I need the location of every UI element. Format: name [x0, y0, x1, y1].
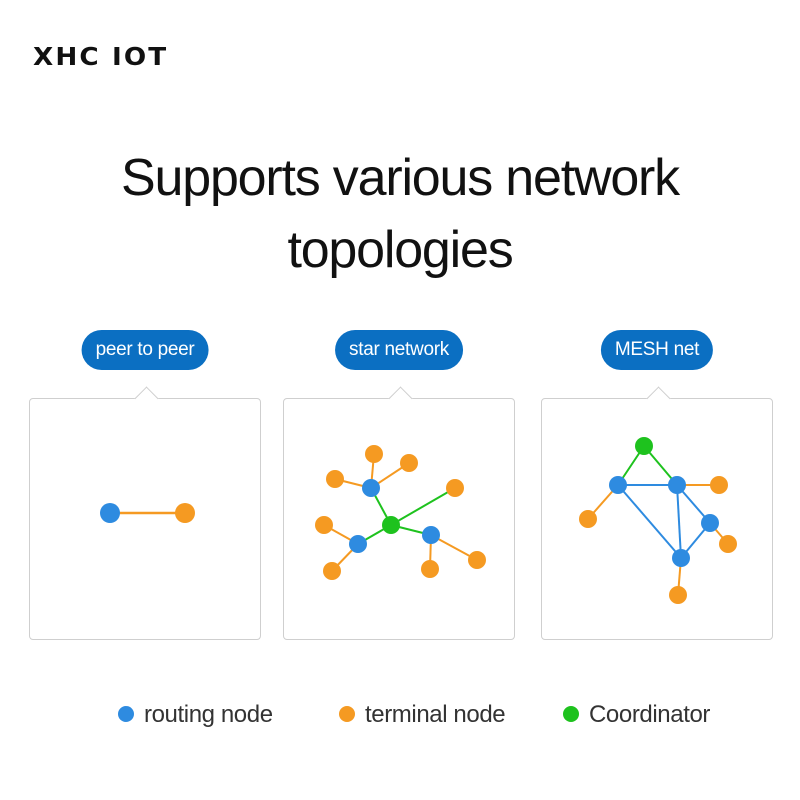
link [390, 487, 456, 526]
terminal-node [365, 445, 383, 463]
panel-label-star-network: star network [335, 330, 463, 370]
title-line-1: Supports various network [121, 149, 680, 207]
diagram-box-mesh-net [541, 386, 773, 640]
routing-node [672, 549, 690, 567]
terminal-node [323, 562, 341, 580]
terminal-node [175, 503, 195, 523]
routing-node [609, 476, 627, 494]
terminal-node [669, 586, 687, 604]
terminal-dot-icon [339, 705, 355, 722]
terminal-node [579, 510, 597, 528]
routing-node [100, 503, 120, 523]
terminal-node [421, 560, 439, 578]
routing-node [422, 526, 440, 544]
routing-node [349, 535, 367, 553]
routing-node [701, 514, 719, 532]
coordinator-dot-icon [563, 705, 579, 722]
coordinator-node [635, 437, 653, 455]
panel-peer-to-peer: peer to peer [29, 330, 261, 640]
diagram-box-star-network [283, 386, 515, 640]
panel-label-peer-to-peer: peer to peer [81, 330, 209, 370]
legend-item-coordinator: Coordinator [563, 700, 710, 730]
coordinator-node [382, 516, 400, 534]
link [676, 484, 682, 559]
terminal-node [315, 516, 333, 534]
terminal-node [446, 479, 464, 497]
terminal-node [326, 470, 344, 488]
page-title: Supports various network topologies [0, 142, 800, 286]
legend: routing node terminal node Coordinator [0, 700, 800, 730]
title-line-2: topologies [287, 221, 513, 279]
terminal-node [468, 551, 486, 569]
terminal-node [710, 476, 728, 494]
brand-logo: XHC IOT [33, 42, 169, 71]
link [617, 484, 682, 559]
routing-node [668, 476, 686, 494]
terminal-node [400, 454, 418, 472]
panel-label-mesh-net: MESH net [600, 330, 714, 370]
routing-node [362, 479, 380, 497]
peer-to-peer-diagram [100, 503, 195, 523]
routing-dot-icon [118, 705, 134, 722]
panel-star-network: star network [283, 330, 515, 640]
legend-label: terminal node [365, 701, 506, 728]
legend-item-routing: routing node [118, 700, 273, 730]
legend-item-terminal: terminal node [339, 700, 506, 730]
legend-label: routing node [144, 701, 273, 728]
diagram-box-peer-to-peer [29, 386, 261, 640]
legend-label: Coordinator [589, 701, 711, 728]
mesh-net-diagram [579, 437, 737, 604]
panel-mesh-net: MESH net [541, 330, 773, 640]
terminal-node [719, 535, 737, 553]
star-network-diagram [315, 445, 486, 580]
